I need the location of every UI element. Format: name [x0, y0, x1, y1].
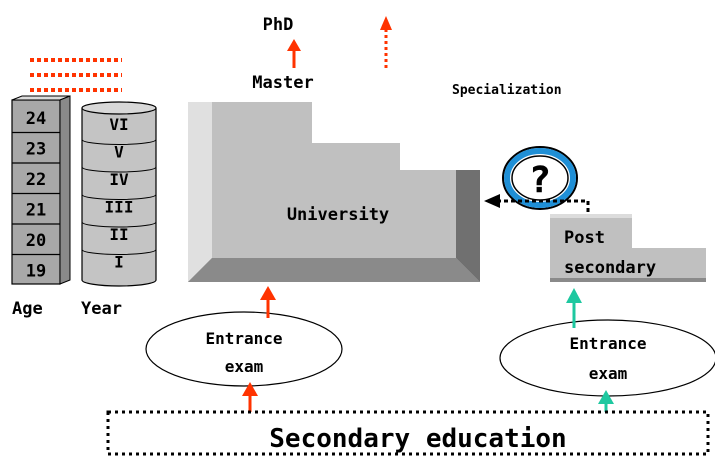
arrow-to-entrance-left: [242, 382, 258, 412]
entrance-exam-right: Entrance exam: [499, 319, 715, 397]
age-23: 23: [26, 140, 46, 160]
transfer-dotted-arrow: [484, 194, 590, 212]
secondary-education-box: [106, 410, 710, 456]
university-label: University: [287, 205, 389, 225]
age-header: Age: [12, 299, 43, 319]
master-label: Master: [252, 73, 313, 93]
year-II: II: [109, 225, 128, 244]
year-V: V: [114, 143, 124, 162]
age-24: 24: [26, 109, 46, 129]
year-VI: VI: [109, 115, 128, 134]
phd-label: PhD: [263, 15, 294, 35]
phd-arrow: [287, 39, 301, 68]
year-IV: IV: [109, 170, 129, 189]
age-19: 19: [26, 262, 46, 282]
post-secondary-block: [550, 214, 706, 282]
entrance-left-line1: Entrance: [205, 329, 282, 348]
year-I: I: [114, 253, 124, 272]
age-20: 20: [26, 231, 46, 251]
age-column: 24 23 22 21 20 19: [11, 95, 71, 285]
arrow-to-post-secondary: [566, 288, 582, 328]
entrance-exam-left: Entrance exam: [145, 311, 343, 387]
specialization-label: Specialization: [452, 83, 562, 98]
entrance-left-line2: exam: [225, 357, 264, 376]
question-icon: ?: [502, 146, 578, 210]
question-mark: ?: [529, 160, 551, 201]
entrance-right-line1: Entrance: [569, 334, 646, 353]
secondary-education-label: Secondary education: [269, 424, 566, 454]
age-21: 21: [26, 201, 46, 221]
university-block: [188, 102, 480, 282]
year-header: Year: [81, 299, 122, 319]
specialization-dotted-arrow: [380, 16, 392, 68]
dotted-lines-decor: [30, 58, 122, 92]
post-secondary-label-1: Post: [564, 228, 605, 248]
year-III: III: [105, 198, 134, 217]
entrance-right-line2: exam: [589, 364, 628, 383]
age-22: 22: [26, 170, 46, 190]
post-secondary-label-2: secondary: [564, 258, 656, 278]
arrow-to-university: [260, 286, 276, 318]
